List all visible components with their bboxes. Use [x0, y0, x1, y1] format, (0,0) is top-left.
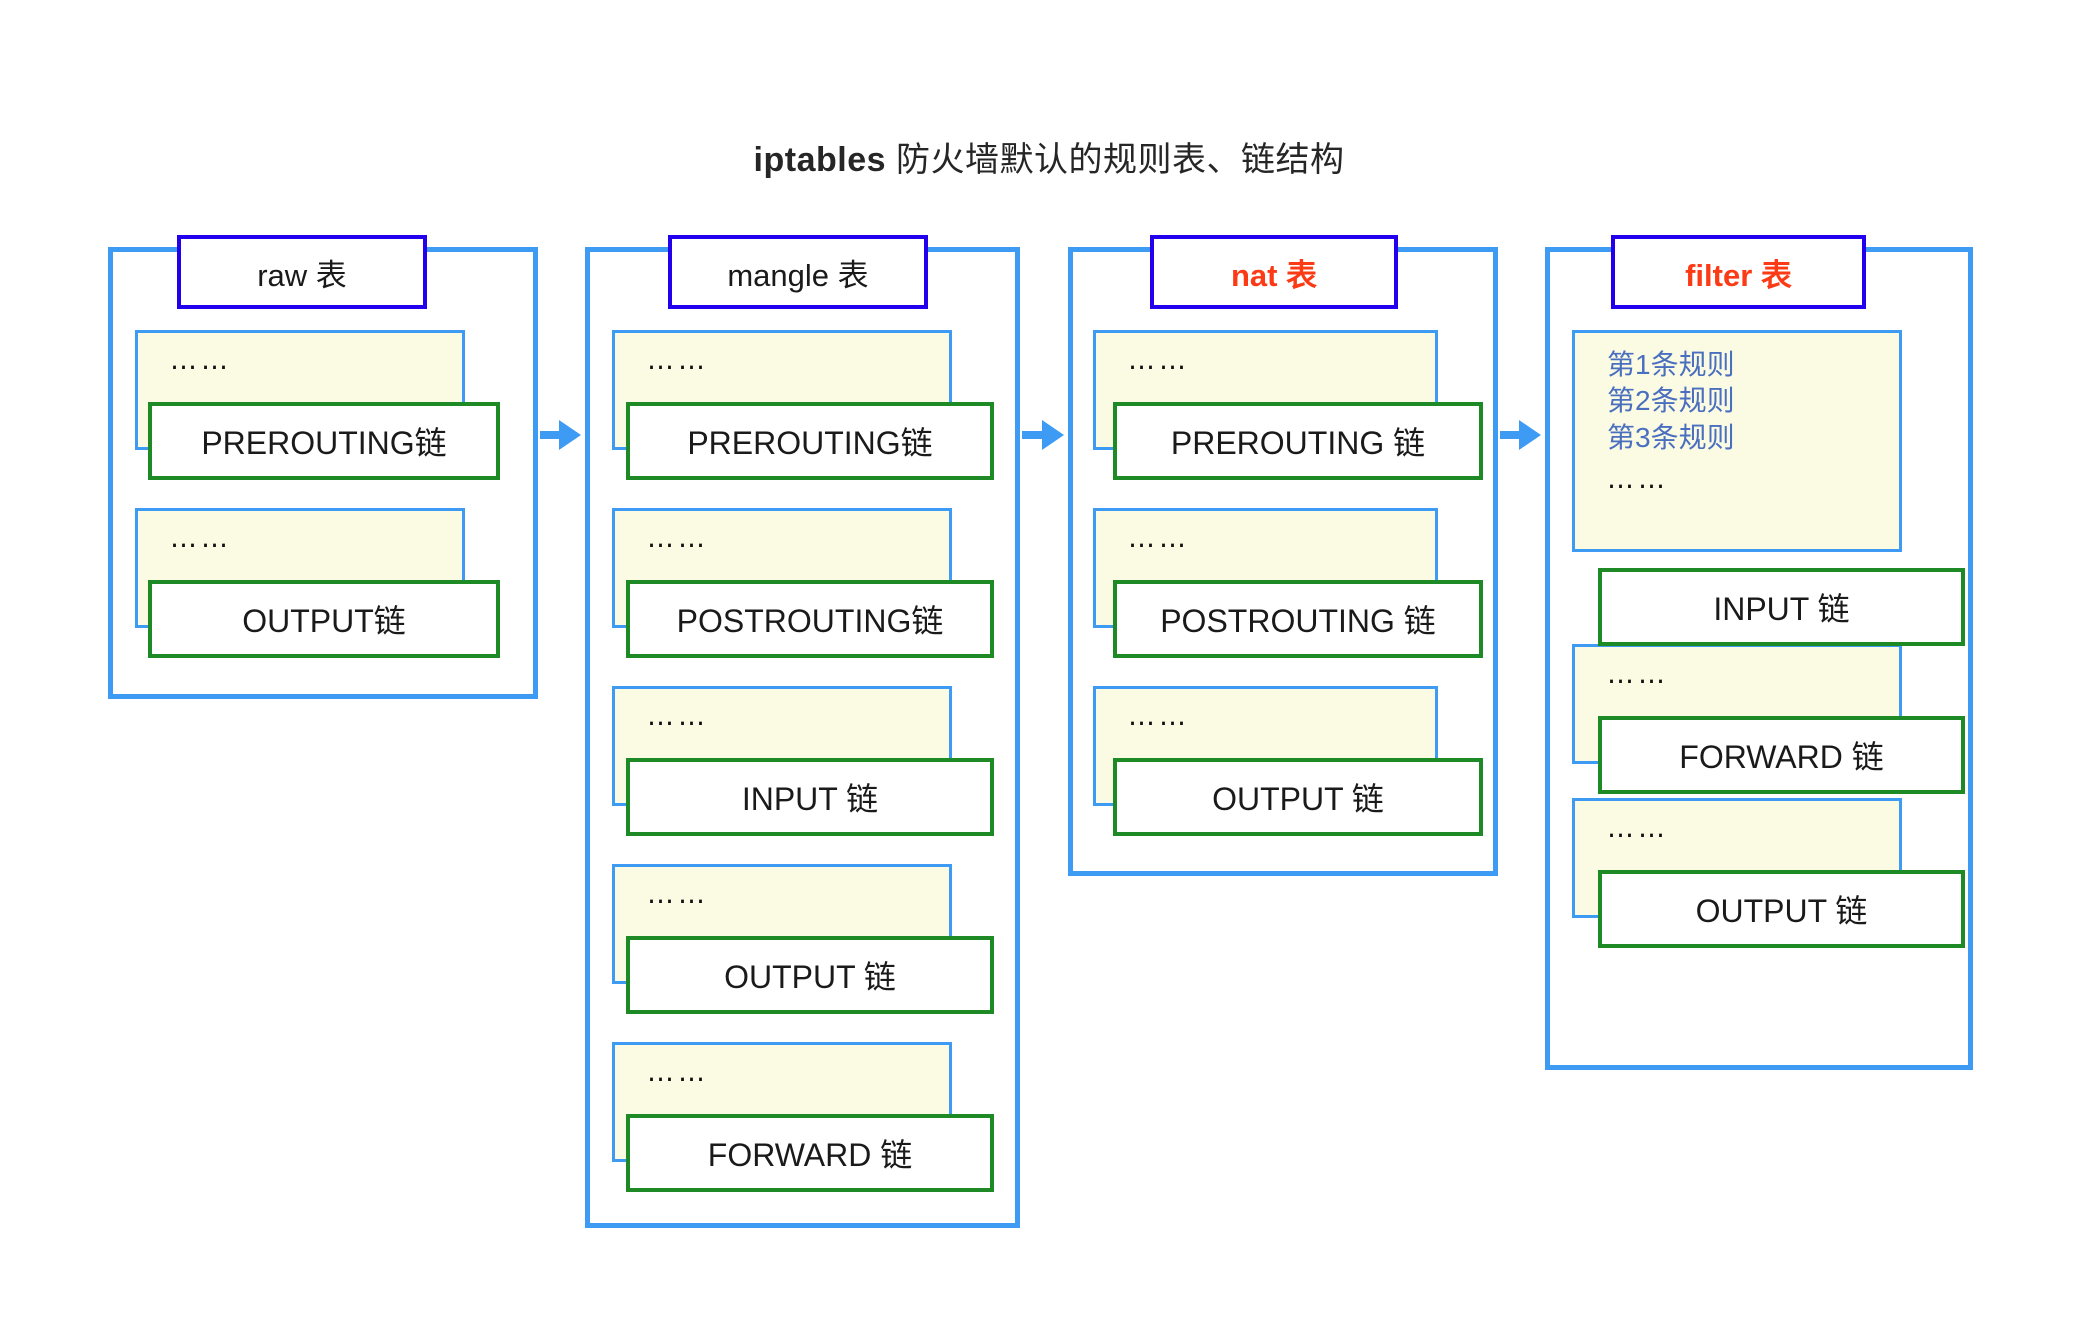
table-header-mangle[interactable]: mangle 表 [668, 235, 928, 309]
chain-box-mangle-4[interactable]: FORWARD 链 [626, 1114, 994, 1192]
chain-box-filter-0[interactable]: INPUT 链 [1598, 568, 1965, 646]
ellipsis-text: …… [170, 523, 232, 554]
chain-box-mangle-0[interactable]: PREROUTING链 [626, 402, 994, 480]
arrow-nat-to-filter [1500, 420, 1541, 450]
page-title: iptables 防火墙默认的规则表、链结构 [0, 132, 2098, 181]
ellipsis-text: …… [647, 879, 709, 910]
chain-box-nat-0[interactable]: PREROUTING 链 [1113, 402, 1483, 480]
ellipsis-text: …… [1128, 345, 1190, 376]
table-header-nat[interactable]: nat 表 [1150, 235, 1398, 309]
chain-box-mangle-3[interactable]: OUTPUT 链 [626, 936, 994, 1014]
chain-box-raw-0[interactable]: PREROUTING链 [148, 402, 500, 480]
ellipsis-text: …… [647, 523, 709, 554]
rule-line: 第3条规则 [1607, 421, 1735, 453]
table-header-filter[interactable]: filter 表 [1611, 235, 1866, 309]
rule-line: 第1条规则 [1607, 349, 1735, 380]
ellipsis-text: …… [647, 1057, 709, 1088]
title-rest: 防火墙默认的规则表、链结构 [886, 141, 1345, 179]
rule-area-filter-0: 第1条规则第2条规则第3条规则 …… [1572, 330, 1902, 552]
ellipsis-text: …… [1128, 701, 1190, 732]
ellipsis-text: …… [170, 345, 232, 376]
chain-box-raw-1[interactable]: OUTPUT链 [148, 580, 500, 658]
chain-box-nat-1[interactable]: POSTROUTING 链 [1113, 580, 1483, 658]
chain-box-mangle-2[interactable]: INPUT 链 [626, 758, 994, 836]
ellipsis-text: …… [647, 345, 709, 376]
chain-box-filter-1[interactable]: FORWARD 链 [1598, 716, 1965, 794]
ellipsis-text: …… [1607, 464, 1669, 496]
ellipsis-text: …… [1607, 813, 1669, 844]
ellipsis-text: …… [1128, 523, 1190, 554]
rule-line: 第2条规则 [1607, 385, 1735, 417]
arrow-mangle-to-nat [1022, 420, 1064, 450]
chain-box-filter-2[interactable]: OUTPUT 链 [1598, 870, 1965, 948]
chain-box-mangle-1[interactable]: POSTROUTING链 [626, 580, 994, 658]
arrow-raw-to-mangle [540, 420, 581, 450]
ellipsis-text: …… [1607, 659, 1669, 690]
chain-box-nat-2[interactable]: OUTPUT 链 [1113, 758, 1483, 836]
table-header-raw[interactable]: raw 表 [177, 235, 427, 309]
ellipsis-text: …… [647, 701, 709, 732]
title-keyword: iptables [753, 141, 887, 179]
